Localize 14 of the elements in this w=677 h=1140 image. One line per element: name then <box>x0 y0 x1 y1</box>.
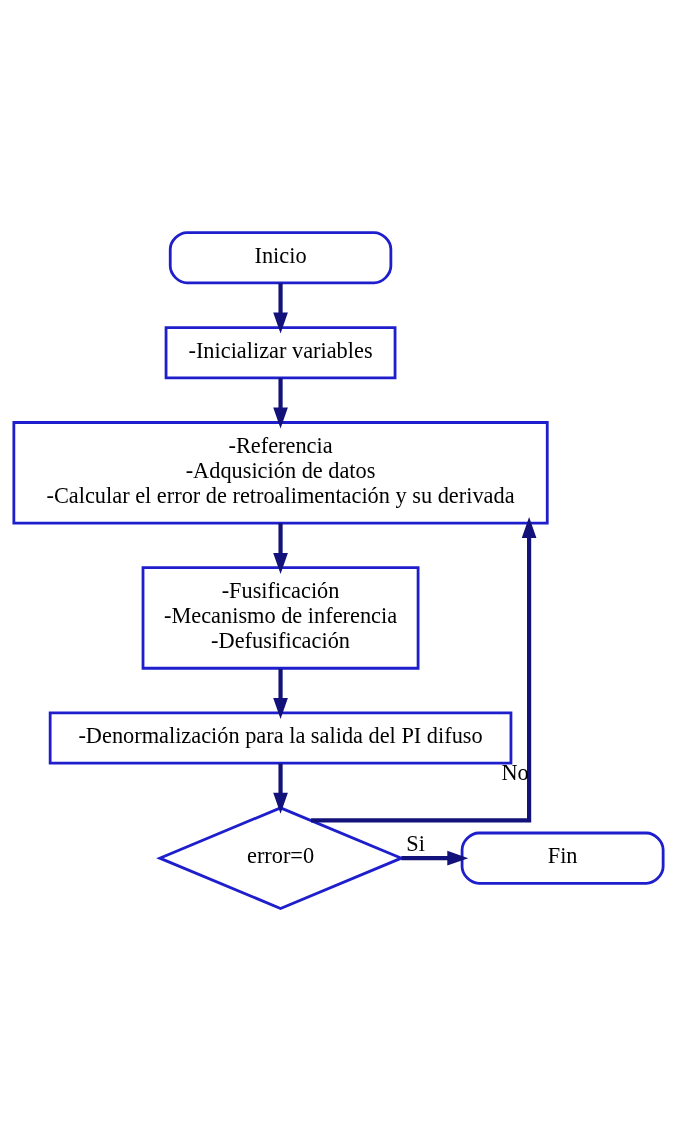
arrow <box>273 763 288 814</box>
arrow <box>273 282 288 333</box>
arrow <box>273 522 288 574</box>
node-box: Fin <box>460 831 665 885</box>
arrow <box>273 377 288 428</box>
node-box: Inicio <box>168 230 393 284</box>
arrow <box>401 850 469 865</box>
node-box: -Fusificación -Mecanismo de inferencia -Defusificación <box>141 565 420 670</box>
node-box: -Inicializar variables <box>164 325 397 379</box>
arrow <box>273 668 288 719</box>
node-box: -Denormalización para la salida del PI difuso <box>48 711 513 765</box>
arrow <box>311 516 537 823</box>
edge-label: Si <box>406 830 425 856</box>
node-box: -Referencia -Adqusición de datos -Calcular el error de retroalimentación y su derivada <box>12 420 549 524</box>
